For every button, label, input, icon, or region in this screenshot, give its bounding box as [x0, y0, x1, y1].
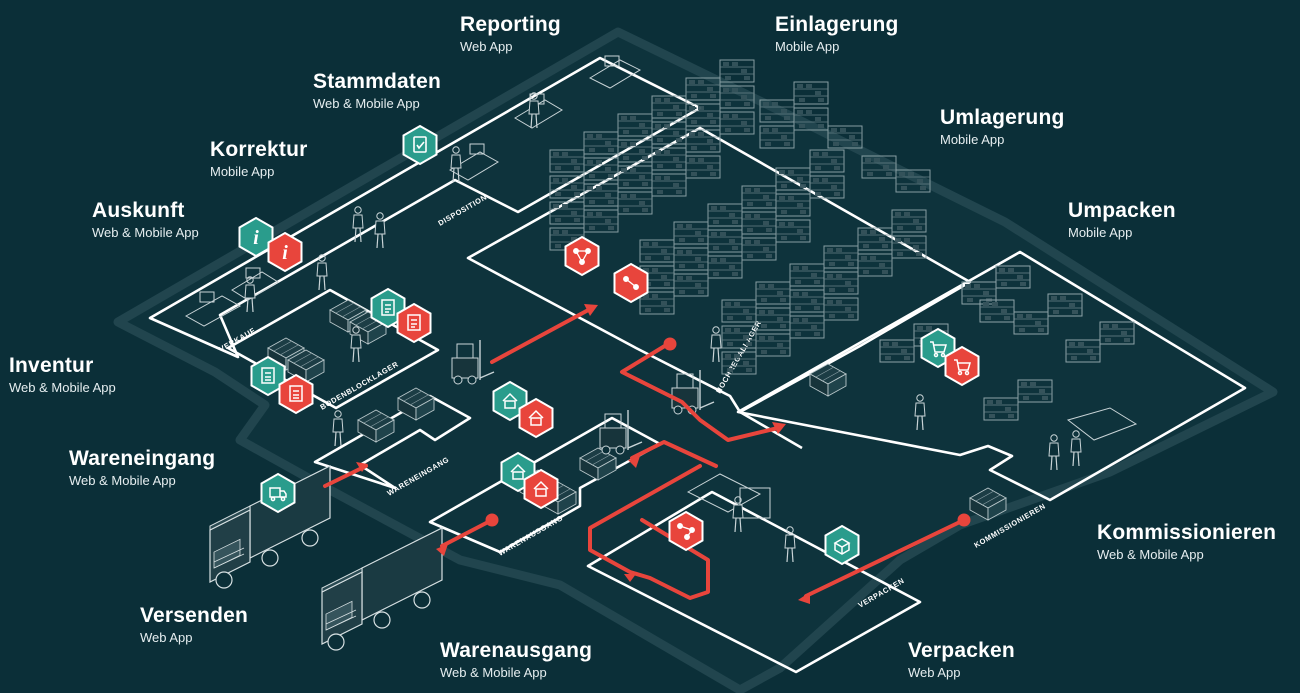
label-einlagerung-title: Einlagerung — [775, 13, 899, 36]
material-flow-routes — [323, 306, 966, 600]
label-einlagerung-sub: Mobile App — [775, 39, 840, 54]
label-auskunft-title: Auskunft — [92, 199, 185, 222]
label-kommissionieren: Kommissionieren Web & Mobile App — [1097, 520, 1276, 564]
korrektur-web-badge[interactable] — [370, 288, 406, 328]
label-verpacken-sub: Web App — [908, 665, 961, 680]
label-warenausgang-title: Warenausgang — [440, 639, 593, 662]
label-einlagerung: Einlagerung Mobile App — [775, 12, 899, 56]
label-kommissionieren-title: Kommissionieren — [1097, 521, 1277, 544]
label-umpacken-sub: Mobile App — [1068, 225, 1133, 240]
label-stammdaten-title: Stammdaten — [313, 70, 442, 93]
list-icon — [289, 385, 303, 402]
truck-icon — [269, 487, 287, 502]
inventur-web-badge[interactable] — [250, 356, 286, 396]
label-stammdaten-sub: Web & Mobile App — [313, 96, 420, 111]
warenausgang-web-badge[interactable] — [500, 452, 536, 492]
house-icon — [502, 392, 518, 409]
label-kommissionieren-sub: Web & Mobile App — [1097, 547, 1204, 562]
app-badges: i i — [238, 125, 980, 565]
korrektur-mobile-badge[interactable] — [396, 303, 432, 343]
wareneingang-badge[interactable] — [260, 473, 296, 513]
house-icon — [510, 463, 526, 480]
auskunft-mobile-badge[interactable]: i — [267, 232, 303, 272]
route-markers — [356, 304, 971, 604]
label-korrektur-sub: Mobile App — [210, 164, 275, 179]
house-icon — [533, 480, 549, 497]
floor-outline — [113, 27, 1278, 693]
wareneingang-forklift-mobile-badge[interactable] — [518, 398, 554, 438]
label-umpacken: Umpacken Mobile App — [1068, 198, 1176, 242]
label-versenden-sub: Web App — [140, 630, 193, 645]
label-inventur: Inventur Web & Mobile App — [9, 353, 116, 397]
label-reporting-sub: Web App — [460, 39, 513, 54]
info-icon: i — [253, 227, 259, 249]
label-inventur-sub: Web & Mobile App — [9, 380, 116, 395]
label-stammdaten: Stammdaten Web & Mobile App — [313, 69, 441, 113]
label-versenden: Versenden Web App — [140, 603, 248, 647]
house-icon — [528, 409, 544, 426]
info-icon: i — [282, 242, 288, 264]
label-wareneingang: Wareneingang Web & Mobile App — [69, 446, 215, 490]
label-warenausgang: Warenausgang Web & Mobile App — [440, 638, 592, 682]
label-versenden-title: Versenden — [140, 604, 249, 627]
einlagerung-badge-1[interactable] — [564, 236, 600, 276]
box-icon — [833, 538, 851, 555]
verpacken-box-badge[interactable] — [824, 525, 860, 565]
label-reporting: Reporting Web App — [460, 12, 561, 56]
label-umlagerung-sub: Mobile App — [940, 132, 1005, 147]
label-warenausgang-sub: Web & Mobile App — [440, 665, 547, 680]
label-inventur-title: Inventur — [9, 354, 94, 377]
umpacken-web-badge[interactable] — [920, 328, 956, 368]
label-reporting-title: Reporting — [460, 13, 561, 36]
network-icon — [677, 523, 695, 540]
stammdaten-badge[interactable] — [402, 125, 438, 165]
warenausgang-mobile-badge[interactable] — [523, 469, 559, 509]
label-verpacken-title: Verpacken — [908, 639, 1015, 662]
umpacken-mobile-badge[interactable] — [944, 346, 980, 386]
network-icon — [573, 248, 591, 265]
label-umlagerung-title: Umlagerung — [940, 106, 1065, 129]
einlagerung-badge-2[interactable] — [613, 263, 649, 303]
cart-icon — [954, 359, 971, 376]
document-icon — [413, 136, 427, 153]
label-auskunft: Auskunft Web & Mobile App — [92, 198, 199, 242]
edit-icon — [381, 299, 395, 316]
label-korrektur-title: Korrektur — [210, 138, 308, 161]
wareneingang-forklift-web-badge[interactable] — [492, 381, 528, 421]
list-icon — [261, 367, 275, 384]
verpacken-badge[interactable] — [668, 511, 704, 551]
label-umpacken-title: Umpacken — [1068, 199, 1176, 222]
auskunft-web-badge[interactable]: i — [238, 217, 274, 257]
edit-icon — [407, 314, 421, 331]
label-umlagerung: Umlagerung Mobile App — [940, 105, 1065, 149]
network-icon — [623, 276, 639, 290]
label-wareneingang-sub: Web & Mobile App — [69, 473, 176, 488]
cart-icon — [930, 341, 947, 358]
label-wareneingang-title: Wareneingang — [69, 447, 216, 470]
inventur-mobile-badge[interactable] — [278, 374, 314, 414]
label-verpacken: Verpacken Web App — [908, 638, 1015, 682]
label-auskunft-sub: Web & Mobile App — [92, 225, 199, 240]
label-korrektur: Korrektur Mobile App — [210, 137, 308, 181]
